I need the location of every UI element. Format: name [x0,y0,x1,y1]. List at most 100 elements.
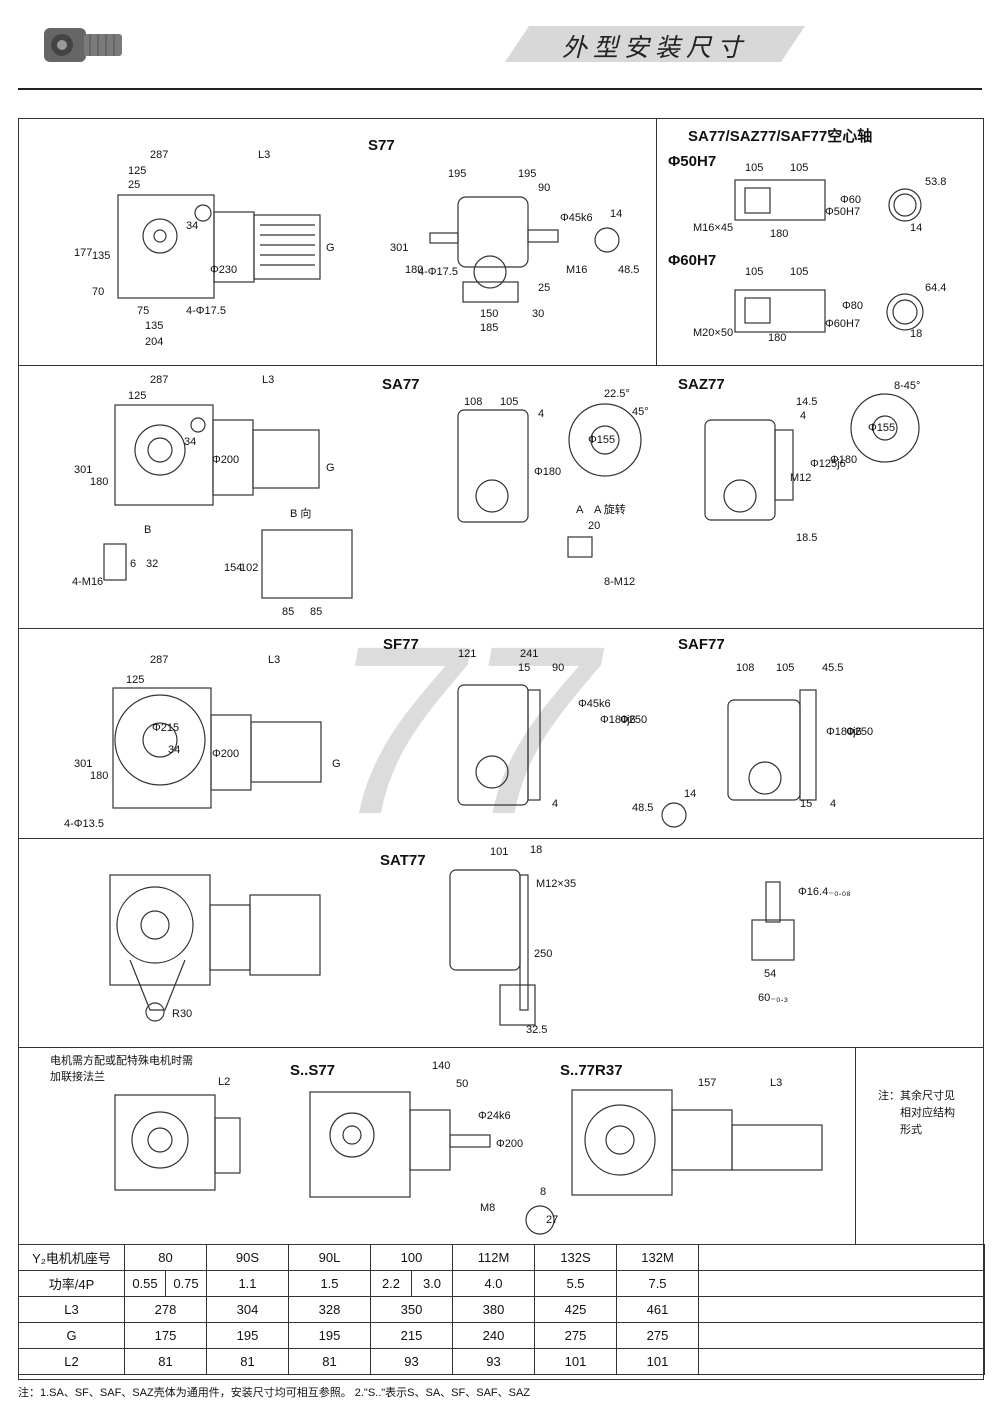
dim-sat-phi16: Φ16.4₋₀.₀₈ [798,886,851,898]
dim-sf-48: 48.5 [632,802,654,814]
dim-saf-phi250: Φ250 [846,726,874,738]
divider-v1 [656,118,657,365]
dim-sf-287: 287 [150,654,169,666]
dim-h2-18: 18 [910,328,923,340]
dim-sa-301: 301 [74,464,93,476]
dim-h1-53: 53.8 [925,176,947,188]
dim-s77f-4phi: 4-Φ17.5 [418,266,458,278]
label-sa77: SA77 [382,376,420,393]
dim-sat-54: 54 [764,968,777,980]
dim-h2-m20: M20×50 [693,327,734,339]
dim-s77f-195a: 195 [448,168,467,180]
dim-s77-phi230: Φ230 [210,264,238,276]
dim-ss-140: 140 [432,1060,451,1072]
sf77-side-view [112,687,322,809]
row-head: 功率/4P [18,1270,125,1297]
dim-saf-45: 45.5 [822,662,844,674]
dim-sa-85b: 85 [310,606,323,618]
dim-sf-phi200: Φ200 [212,748,240,760]
dim-sf-phi215: Φ215 [152,722,180,734]
dim-s77-125: 125 [128,165,147,177]
table-row: Y₂电机机座号 80 90S 90L 100 112M 132S 132M [18,1244,986,1271]
dim-s77f-48: 48.5 [618,264,640,276]
dim-sf-phi180: Φ180j6 [600,714,636,726]
dim-s77f-185: 185 [480,322,499,334]
dim-sf-125: 125 [126,674,145,686]
dim-saz-phi125: Φ125j6 [810,458,846,470]
label-sf77: SF77 [383,636,419,653]
dim-sf-15: 15 [518,662,531,674]
dim-sa-287: 287 [150,374,169,386]
dim-sf-4phi: 4-Φ13.5 [64,818,104,830]
table-row: G 175 195 195 215 240 275 275 [18,1322,986,1349]
dim-sa-4: 4 [538,408,545,420]
dim-h1-phi50: Φ50H7 [825,206,861,218]
row-head: L3 [18,1296,125,1323]
dim-saz-14: 14.5 [796,396,818,408]
label-saz77: SAZ77 [678,376,725,393]
dim-s77f-30: 30 [532,308,545,320]
page-header: 外型安装尺寸 [0,0,1000,92]
dim-sa-20: 20 [588,520,601,532]
row-head: G [18,1322,125,1349]
dim-h2-64: 64.4 [925,282,947,294]
hollow-shaft-details [734,179,924,333]
dim-sf-90: 90 [552,662,565,674]
dim-sat-m12: M12×35 [536,878,577,890]
dim-saz-m12: M12 [790,472,812,484]
dim-sf-301: 301 [74,758,93,770]
dim-h2-phi60: Φ60H7 [825,318,861,330]
dim-h2-105a: 105 [745,266,764,278]
dim-sa-105: 105 [500,396,519,408]
table-row: L2 81 81 81 93 93 101 101 [18,1348,986,1375]
dim-s77-204: 204 [145,336,164,348]
dim-sa-22: 22.5° [604,388,630,400]
row-head: L2 [18,1348,125,1375]
dim-s77f-25: 25 [538,282,551,294]
dim-sa-phi155: Φ155 [588,434,616,446]
dim-sat-18: 18 [530,844,543,856]
s77-front-view [429,196,620,303]
dim-sf-phi250: Φ250 [620,714,648,726]
dim-r37-l3: L3 [770,1077,783,1089]
dim-s77-4phi: 4-Φ17.5 [186,305,226,317]
dim-sf-34: 34 [168,744,181,756]
dim-sf-l3: L3 [268,654,281,666]
dim-s77-135: 135 [145,320,164,332]
dim-s77-34: 34 [186,220,199,232]
dim-sa-g: G [326,462,335,474]
dim-h1-14: 14 [910,222,923,234]
dim-sa-34: 34 [184,436,197,448]
dim-sa-b: B [144,524,152,536]
dim-ss-m8: M8 [480,1202,496,1214]
dim-sat-r30: R30 [172,1008,193,1020]
dim-bottom-l2: L2 [218,1076,231,1088]
dim-r37-157: 157 [698,1077,717,1089]
right-note: 注：其余尺寸见 相对应结构 形式 [878,1090,955,1136]
bottom-views [114,1089,823,1235]
left-note: 电机需方配或配特殊电机时需 加联接法兰 [50,1055,193,1083]
dim-ss-phi200: Φ200 [496,1138,524,1150]
dim-saf-phi180: Φ180j6 [826,726,862,738]
dim-h1-m16: M16×45 [693,222,734,234]
dim-saf-15: 15 [800,798,813,810]
dim-ss-50: 50 [456,1078,469,1090]
gear-motor-logo-icon [44,28,122,62]
dim-s77-70: 70 [92,286,105,298]
model-watermark: 77 [330,596,597,864]
dim-sa-a: A [576,504,584,516]
dim-sf-14: 14 [684,788,697,800]
divider-4 [18,1047,984,1048]
dim-sa-102: 102 [240,562,259,574]
dim-sa-4m16: 4-M16 [72,576,104,588]
s77-side-view [117,194,321,299]
label-phi50h7: Φ50H7 [668,153,717,170]
dim-sa-arot: A 旋转 [594,504,626,516]
dim-sa-bview: B 向 [290,508,312,520]
dim-s77-177: 177 [74,247,93,259]
dim-sa-125: 125 [128,390,147,402]
dim-saz-4: 4 [800,410,807,422]
dim-sa-phi180: Φ180 [534,466,562,478]
drawing-frame [18,118,984,1380]
